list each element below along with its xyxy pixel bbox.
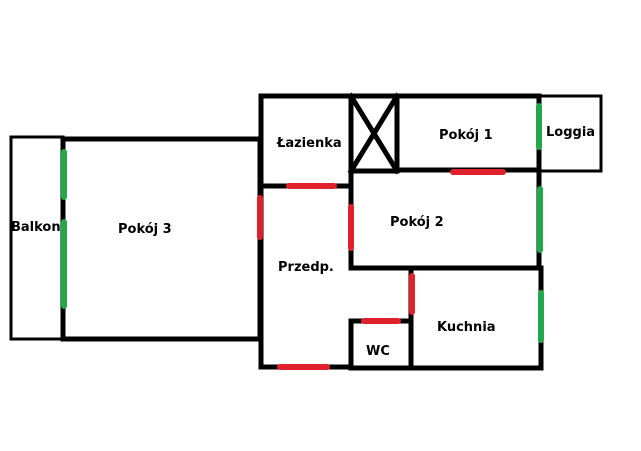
- doors: [257, 169, 506, 370]
- label-kuchnia: Kuchnia: [437, 320, 496, 335]
- label-pokoj-2: Pokój 2: [390, 215, 444, 230]
- label-balkon: Balkon: [11, 220, 61, 235]
- label-lazienka: Łazienka: [276, 136, 342, 151]
- pokoj-3-walls: [60, 136, 263, 342]
- label-loggia: Loggia: [546, 125, 595, 140]
- label-wc: WC: [366, 344, 390, 359]
- windows: [61, 103, 544, 343]
- room-pokoj-3: [60, 136, 263, 342]
- pokoj-2-walls: [348, 168, 542, 271]
- room-balkon: [9, 135, 65, 341]
- label-przedp: Przedp.: [278, 260, 334, 275]
- balkon-outline: [9, 135, 65, 341]
- przedp-walls: [258, 183, 354, 370]
- label-pokoj-1: Pokój 1: [439, 128, 493, 143]
- label-pokoj-3: Pokój 3: [118, 222, 172, 237]
- kuchnia-walls: [408, 265, 544, 371]
- shaft-icon: [347, 92, 401, 175]
